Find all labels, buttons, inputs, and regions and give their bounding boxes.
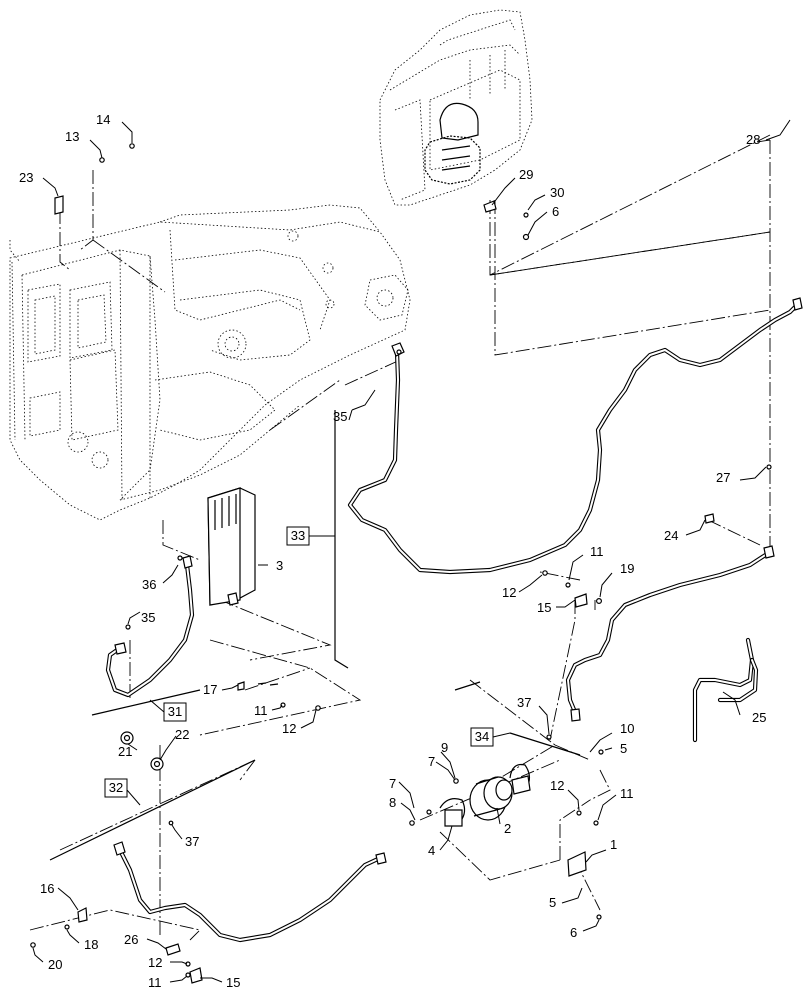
callout-12-upper: 12	[502, 585, 516, 600]
callout-10: 10	[620, 721, 634, 736]
callout-4: 4	[428, 843, 435, 858]
callout-25: 25	[752, 710, 766, 725]
callout-2: 2	[504, 821, 511, 836]
callout-19: 19	[620, 561, 634, 576]
machine-frame-phantom	[9, 204, 411, 521]
assembly-32-box: 32	[49, 759, 256, 861]
callout-8: 8	[389, 795, 396, 810]
hose-34	[565, 545, 775, 722]
assembly-33-label: 33	[291, 528, 305, 543]
callout-35-lower: 35	[141, 610, 155, 625]
callout-18: 18	[84, 937, 98, 952]
callout-11-lower: 11	[620, 786, 634, 801]
part-2-filter	[469, 776, 513, 821]
callout-7-upper: 7	[428, 754, 435, 769]
callout-11-upper: 11	[590, 544, 604, 559]
callout-3: 3	[276, 558, 283, 573]
callout-15-bottom: 15	[226, 975, 240, 990]
callout-37-upper: 37	[517, 695, 531, 710]
callout-22: 22	[175, 727, 189, 742]
callout-12-mid: 12	[282, 721, 296, 736]
callout-16: 16	[40, 881, 54, 896]
callout-24: 24	[664, 528, 678, 543]
callout-20: 20	[48, 957, 62, 972]
callout-11-bottom: 11	[148, 975, 162, 990]
callout-12-bottom: 12	[148, 955, 162, 970]
assembly-34-box: 34	[454, 681, 581, 756]
assembly-labels: 33 31 34 32	[49, 526, 581, 861]
callout-13: 13	[65, 129, 79, 144]
part-1-bracket	[567, 851, 587, 877]
leader-lines	[32, 119, 791, 983]
hose-33	[347, 297, 803, 575]
callout-6-upper: 6	[552, 204, 559, 219]
callout-1: 1	[610, 837, 617, 852]
part-21	[120, 731, 134, 745]
engine-area-phantom	[379, 9, 533, 206]
assembly-33-box: 33	[286, 526, 335, 546]
callout-11-mid: 11	[254, 703, 268, 718]
part-3-cooler	[207, 487, 256, 606]
hose-25	[692, 637, 759, 743]
assembly-31-label: 31	[168, 704, 182, 719]
callout-17: 17	[203, 682, 217, 697]
part-clamp-upper	[509, 763, 531, 795]
callout-5-upper: 5	[620, 741, 627, 756]
callout-12-lower: 12	[550, 778, 564, 793]
callout-21: 21	[118, 744, 132, 759]
callout-7-lower: 7	[389, 776, 396, 791]
callout-23: 23	[19, 170, 33, 185]
callout-37-lower: 37	[185, 834, 199, 849]
callout-30: 30	[550, 185, 564, 200]
assembly-32-label: 32	[109, 780, 123, 795]
construction-lines	[29, 134, 771, 941]
hose-31	[105, 555, 195, 698]
callout-5-lower: 5	[549, 895, 556, 910]
part-22	[150, 757, 164, 771]
hose-32	[113, 841, 387, 943]
assembly-31-box: 31	[91, 689, 201, 722]
callout-labels: 14 13 23 28 29 30 6 35 27 3 24 36 11 12 …	[19, 112, 766, 990]
callout-14: 14	[96, 112, 110, 127]
callout-27: 27	[716, 470, 730, 485]
callout-9: 9	[441, 740, 448, 755]
part-23	[54, 195, 64, 215]
callout-29: 29	[519, 167, 533, 182]
callout-15-upper: 15	[537, 600, 551, 615]
small-fasteners	[30, 143, 772, 984]
callout-6-lower: 6	[570, 925, 577, 940]
part-4-clamp	[439, 798, 466, 827]
callout-35-upper: 35	[333, 409, 347, 424]
callout-26: 26	[124, 932, 138, 947]
assembly-34-label: 34	[475, 729, 489, 744]
callout-36: 36	[142, 577, 156, 592]
callout-28: 28	[746, 132, 760, 147]
